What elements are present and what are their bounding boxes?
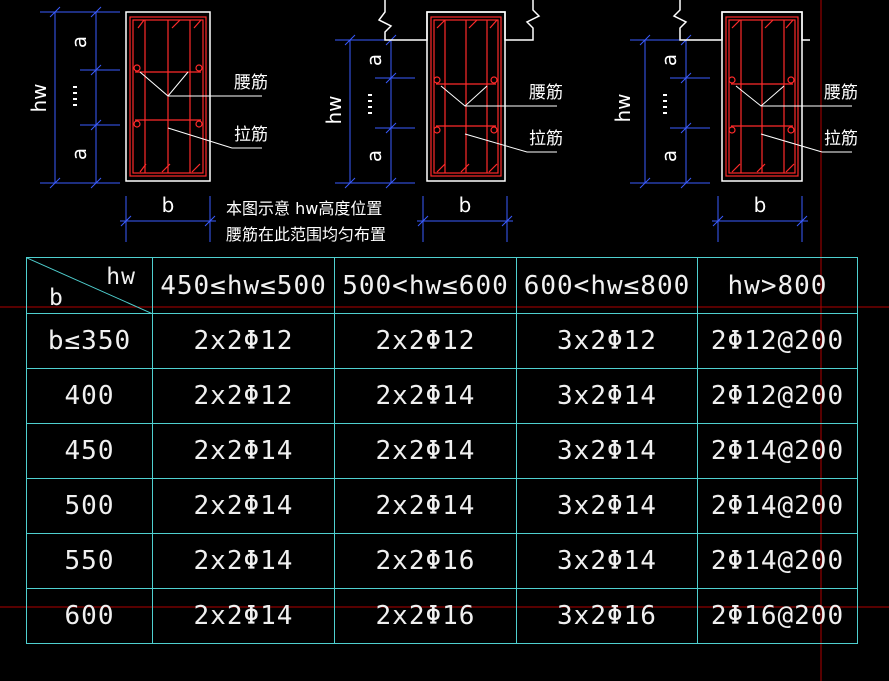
table-row: 450 2x2Φ14 2x2Φ14 3x2Φ14 2Φ14@200 xyxy=(26,423,858,479)
table-cell: 3x2Φ16 xyxy=(516,588,698,644)
dots-1 xyxy=(73,86,77,106)
table-cell: 2x2Φ14 xyxy=(152,478,335,534)
table-cell: 3x2Φ14 xyxy=(516,533,698,589)
rebar-cage-2 xyxy=(430,16,502,177)
table-row: 400 2x2Φ12 2x2Φ14 3x2Φ14 2Φ12@200 xyxy=(26,368,858,424)
height-label-1: hw xyxy=(27,83,51,112)
height-label-2: hw xyxy=(322,95,346,124)
table-cell: 2x2Φ16 xyxy=(334,588,517,644)
width-label-3: b xyxy=(754,193,767,217)
table-row: b≤350 2x2Φ12 2x2Φ12 3x2Φ12 2Φ12@200 xyxy=(26,313,858,369)
table-cell: 2Φ14@200 xyxy=(697,478,858,534)
leader-lines-2 xyxy=(440,85,557,153)
column-header: 450≤hw≤500 xyxy=(152,257,335,314)
table-row: 500 2x2Φ14 2x2Φ14 3x2Φ14 2Φ14@200 xyxy=(26,478,858,534)
note-line-1: 本图示意 hw高度位置 xyxy=(226,199,382,218)
dim-a-top-3: a xyxy=(657,54,681,66)
beam-section-3: hw a a 腰筋 拉筋 xyxy=(611,0,858,242)
height-dimension-1 xyxy=(40,6,120,189)
table-cell: 3x2Φ14 xyxy=(516,368,698,424)
dots-3 xyxy=(663,94,667,114)
beam-section-1: hw a a 腰筋 拉筋 xyxy=(27,6,268,242)
table-cell: 2Φ14@200 xyxy=(697,533,858,589)
table-cell: 2x2Φ14 xyxy=(152,533,335,589)
tie-bar-label-1: 拉筋 xyxy=(234,125,268,145)
dots-2 xyxy=(368,94,372,114)
column-header: 600<hw≤800 xyxy=(516,257,698,314)
table-cell: 2x2Φ12 xyxy=(152,313,335,369)
table-row: 550 2x2Φ14 2x2Φ16 3x2Φ14 2Φ14@200 xyxy=(26,533,858,589)
table-cell: 2x2Φ14 xyxy=(152,423,335,479)
tie-bar-label-2: 拉筋 xyxy=(529,129,563,149)
table-cell: 2Φ12@200 xyxy=(697,313,858,369)
height-label-3: hw xyxy=(611,93,635,122)
table-cell: 2x2Φ14 xyxy=(334,478,517,534)
width-dimension-1 xyxy=(120,196,216,242)
column-header: 500<hw≤600 xyxy=(334,257,517,314)
width-dimension-3 xyxy=(712,196,808,242)
dim-a-top-2: a xyxy=(362,54,386,66)
dim-a-top-1: a xyxy=(67,36,91,48)
row-header: 450 xyxy=(26,423,153,479)
table-cell: 2x2Φ14 xyxy=(334,423,517,479)
note-line-2: 腰筋在此范围均匀布置 xyxy=(226,225,386,244)
table-cell: 2Φ14@200 xyxy=(697,423,858,479)
corner-diagonal xyxy=(27,258,153,314)
row-header: b≤350 xyxy=(26,313,153,369)
table-cell: 3x2Φ14 xyxy=(516,423,698,479)
dim-a-bottom-3: a xyxy=(657,150,681,162)
table-cell: 2Φ12@200 xyxy=(697,368,858,424)
table-cell: 2x2Φ14 xyxy=(152,588,335,644)
tie-bar-label-3: 拉筋 xyxy=(824,129,858,149)
height-dimension-2 xyxy=(335,34,415,189)
width-label-2: b xyxy=(459,193,472,217)
column-header: hw>800 xyxy=(697,257,858,314)
row-header: 500 xyxy=(26,478,153,534)
leader-lines-1 xyxy=(139,71,262,149)
table-cell: 3x2Φ12 xyxy=(516,313,698,369)
row-header: 550 xyxy=(26,533,153,589)
corner-label-hw: hw xyxy=(106,264,136,290)
row-header: 400 xyxy=(26,368,153,424)
table-row: 600 2x2Φ14 2x2Φ16 3x2Φ16 2Φ16@200 xyxy=(26,588,858,644)
beam-outline-3 xyxy=(721,11,803,182)
waist-bar-label-3: 腰筋 xyxy=(824,83,858,103)
table-cell: 2Φ16@200 xyxy=(697,588,858,644)
table-cell: 3x2Φ14 xyxy=(516,478,698,534)
waist-bar-label-2: 腰筋 xyxy=(529,83,563,103)
table-cell: 2x2Φ12 xyxy=(334,313,517,369)
leader-lines-3 xyxy=(735,85,852,153)
beam-section-2: hw a a 腰筋 拉筋 xyxy=(322,0,563,242)
corner-cell: hw b xyxy=(26,257,153,314)
dim-a-bottom-2: a xyxy=(362,150,386,162)
row-header: 600 xyxy=(26,588,153,644)
table-cell: 2x2Φ16 xyxy=(334,533,517,589)
width-label-1: b xyxy=(162,193,175,217)
dim-a-bottom-1: a xyxy=(67,148,91,160)
corner-label-b: b xyxy=(49,285,64,311)
table-header-row: hw b 450≤hw≤500 500<hw≤600 600<hw≤800 hw… xyxy=(26,257,858,314)
table-cell: 2x2Φ12 xyxy=(152,368,335,424)
beam-outline-2 xyxy=(426,11,506,182)
width-dimension-2 xyxy=(417,196,513,242)
waist-bar-label-1: 腰筋 xyxy=(234,73,268,93)
table-cell: 2x2Φ14 xyxy=(334,368,517,424)
rebar-cage-3 xyxy=(725,16,799,177)
height-dimension-3 xyxy=(630,34,710,189)
reinforcement-table: hw b 450≤hw≤500 500<hw≤600 600<hw≤800 hw… xyxy=(26,257,858,644)
